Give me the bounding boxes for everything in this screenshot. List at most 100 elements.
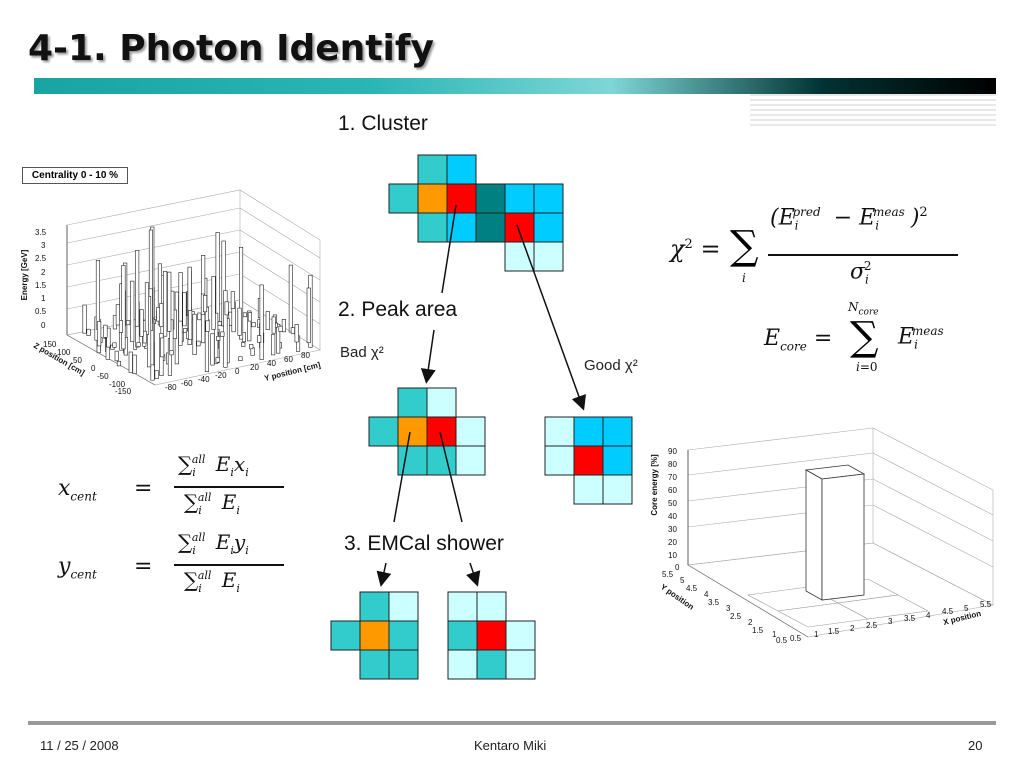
lego-bar (136, 342, 141, 347)
lego-bar (220, 331, 225, 337)
lego-bar (192, 313, 197, 355)
z-tick: 2.5 (35, 254, 47, 263)
good-chi2-label: Good χ² (584, 357, 638, 374)
lego-bar (114, 350, 119, 362)
x-tick: 4.5 (942, 607, 954, 616)
z-tick: 60 (668, 486, 677, 495)
x-tick: 1.5 (828, 627, 840, 636)
shower-grid-1 (330, 591, 419, 680)
lego-bar (95, 260, 100, 330)
y-tick: 5 (680, 576, 685, 585)
footer-date: 11 / 25 / 2008 (40, 738, 119, 753)
z-tick: 70 (668, 473, 677, 482)
y-tick: 3.5 (708, 598, 720, 607)
lego-bar (290, 327, 295, 334)
lego-bar (121, 265, 126, 350)
lego-bar (242, 312, 247, 318)
footer-rule (28, 721, 996, 725)
z-tick: 20 (668, 538, 677, 547)
lego-bar (237, 307, 242, 336)
lego-bar (160, 337, 165, 358)
lego-bar (259, 284, 264, 360)
x-tick: 5 (964, 604, 969, 613)
y-tick: 0.5 (776, 636, 788, 645)
lego-bar (211, 276, 216, 330)
lego-bar (215, 232, 220, 323)
y-tick: 1.5 (752, 626, 764, 635)
lego-bar (204, 306, 209, 372)
chi2-formula: χ2 = ∑ i (Eipred − Eimeas)2 σi2 (670, 205, 970, 290)
x-tick: -100 (109, 380, 126, 389)
lego-bar (188, 310, 193, 341)
lego-bar (144, 282, 149, 335)
lego-bar (294, 324, 299, 343)
lego-bar (128, 351, 133, 373)
y-tick: 80 (301, 351, 310, 360)
lego-bar (306, 287, 311, 343)
cluster-grid (388, 154, 564, 272)
x-tick: 5.5 (980, 600, 992, 609)
step-peak-area-label: 2. Peak area (338, 298, 458, 321)
lego-bar (203, 295, 208, 313)
arrow-peak-right (439, 431, 463, 523)
lego-bar (182, 292, 187, 327)
z-tick: 90 (668, 447, 677, 456)
y-tick: 3 (726, 604, 731, 613)
lego-bars (82, 226, 313, 381)
lego-bar (276, 323, 281, 354)
good-peak-grid (544, 416, 633, 505)
lego-bar (139, 309, 144, 337)
lego-bar (216, 336, 221, 341)
core-energy-lego-plot: 90 80 70 60 50 40 30 20 10 0 Core energy… (650, 427, 994, 645)
x-tick: 3.5 (904, 614, 916, 623)
step-emcal-shower-label: 3. EMCal shower (344, 532, 504, 555)
lego-bar (163, 271, 168, 337)
lego-bar (187, 266, 192, 345)
lego-bar (178, 272, 183, 322)
lego-bar (278, 325, 283, 332)
z-tick: 50 (668, 499, 677, 508)
lego-bar (103, 324, 108, 338)
lego-bar (169, 350, 174, 356)
y-tick: -60 (181, 379, 193, 388)
lego-bar (86, 328, 91, 336)
x-tick: 2 (850, 624, 855, 633)
lego-bar (271, 316, 276, 334)
z-tick: 30 (668, 525, 677, 534)
arrow-shower-1 (376, 562, 392, 587)
lego-bar (154, 370, 159, 379)
lego-bar (215, 357, 220, 363)
page-number: 20 (968, 738, 983, 753)
y-tick: 5.5 (662, 570, 674, 579)
lego-bar (197, 312, 202, 321)
lego-bar (167, 271, 172, 332)
centrality-legend: Centrality 0 - 10 % (22, 167, 128, 184)
y-tick: 2.5 (730, 612, 742, 621)
arrow-to-good-peak (516, 224, 586, 411)
x-tick: 3 (888, 617, 893, 626)
bad-peak-grid (368, 387, 486, 476)
z-tick: 1 (41, 294, 46, 303)
x-tick: 0.5 (790, 634, 802, 643)
lego-bar (196, 340, 201, 347)
z-tick: 0 (675, 563, 680, 572)
lego-bar (251, 322, 256, 328)
lego-bar (249, 344, 254, 350)
z-tick: 3.5 (35, 228, 47, 237)
lego-bar (239, 246, 244, 340)
y-tick: 20 (250, 363, 259, 372)
arrow-cluster-to-label (441, 204, 457, 294)
x-tick: -150 (115, 387, 132, 395)
lego-bar (135, 250, 140, 327)
arrow-to-bad-peak (420, 329, 436, 384)
lego-bar (247, 312, 252, 322)
z-tick: 1.5 (35, 281, 47, 290)
y-tick: 4.5 (686, 584, 698, 593)
lego-bar (183, 328, 188, 333)
slide-title: 4-1. Photon Identify (28, 28, 434, 69)
x-tick: 1 (814, 630, 819, 639)
lego-bar (159, 303, 164, 327)
y-tick: -40 (198, 375, 210, 384)
lego-bar (288, 264, 293, 333)
z-axis-label: Energy [GeV] (20, 249, 29, 300)
